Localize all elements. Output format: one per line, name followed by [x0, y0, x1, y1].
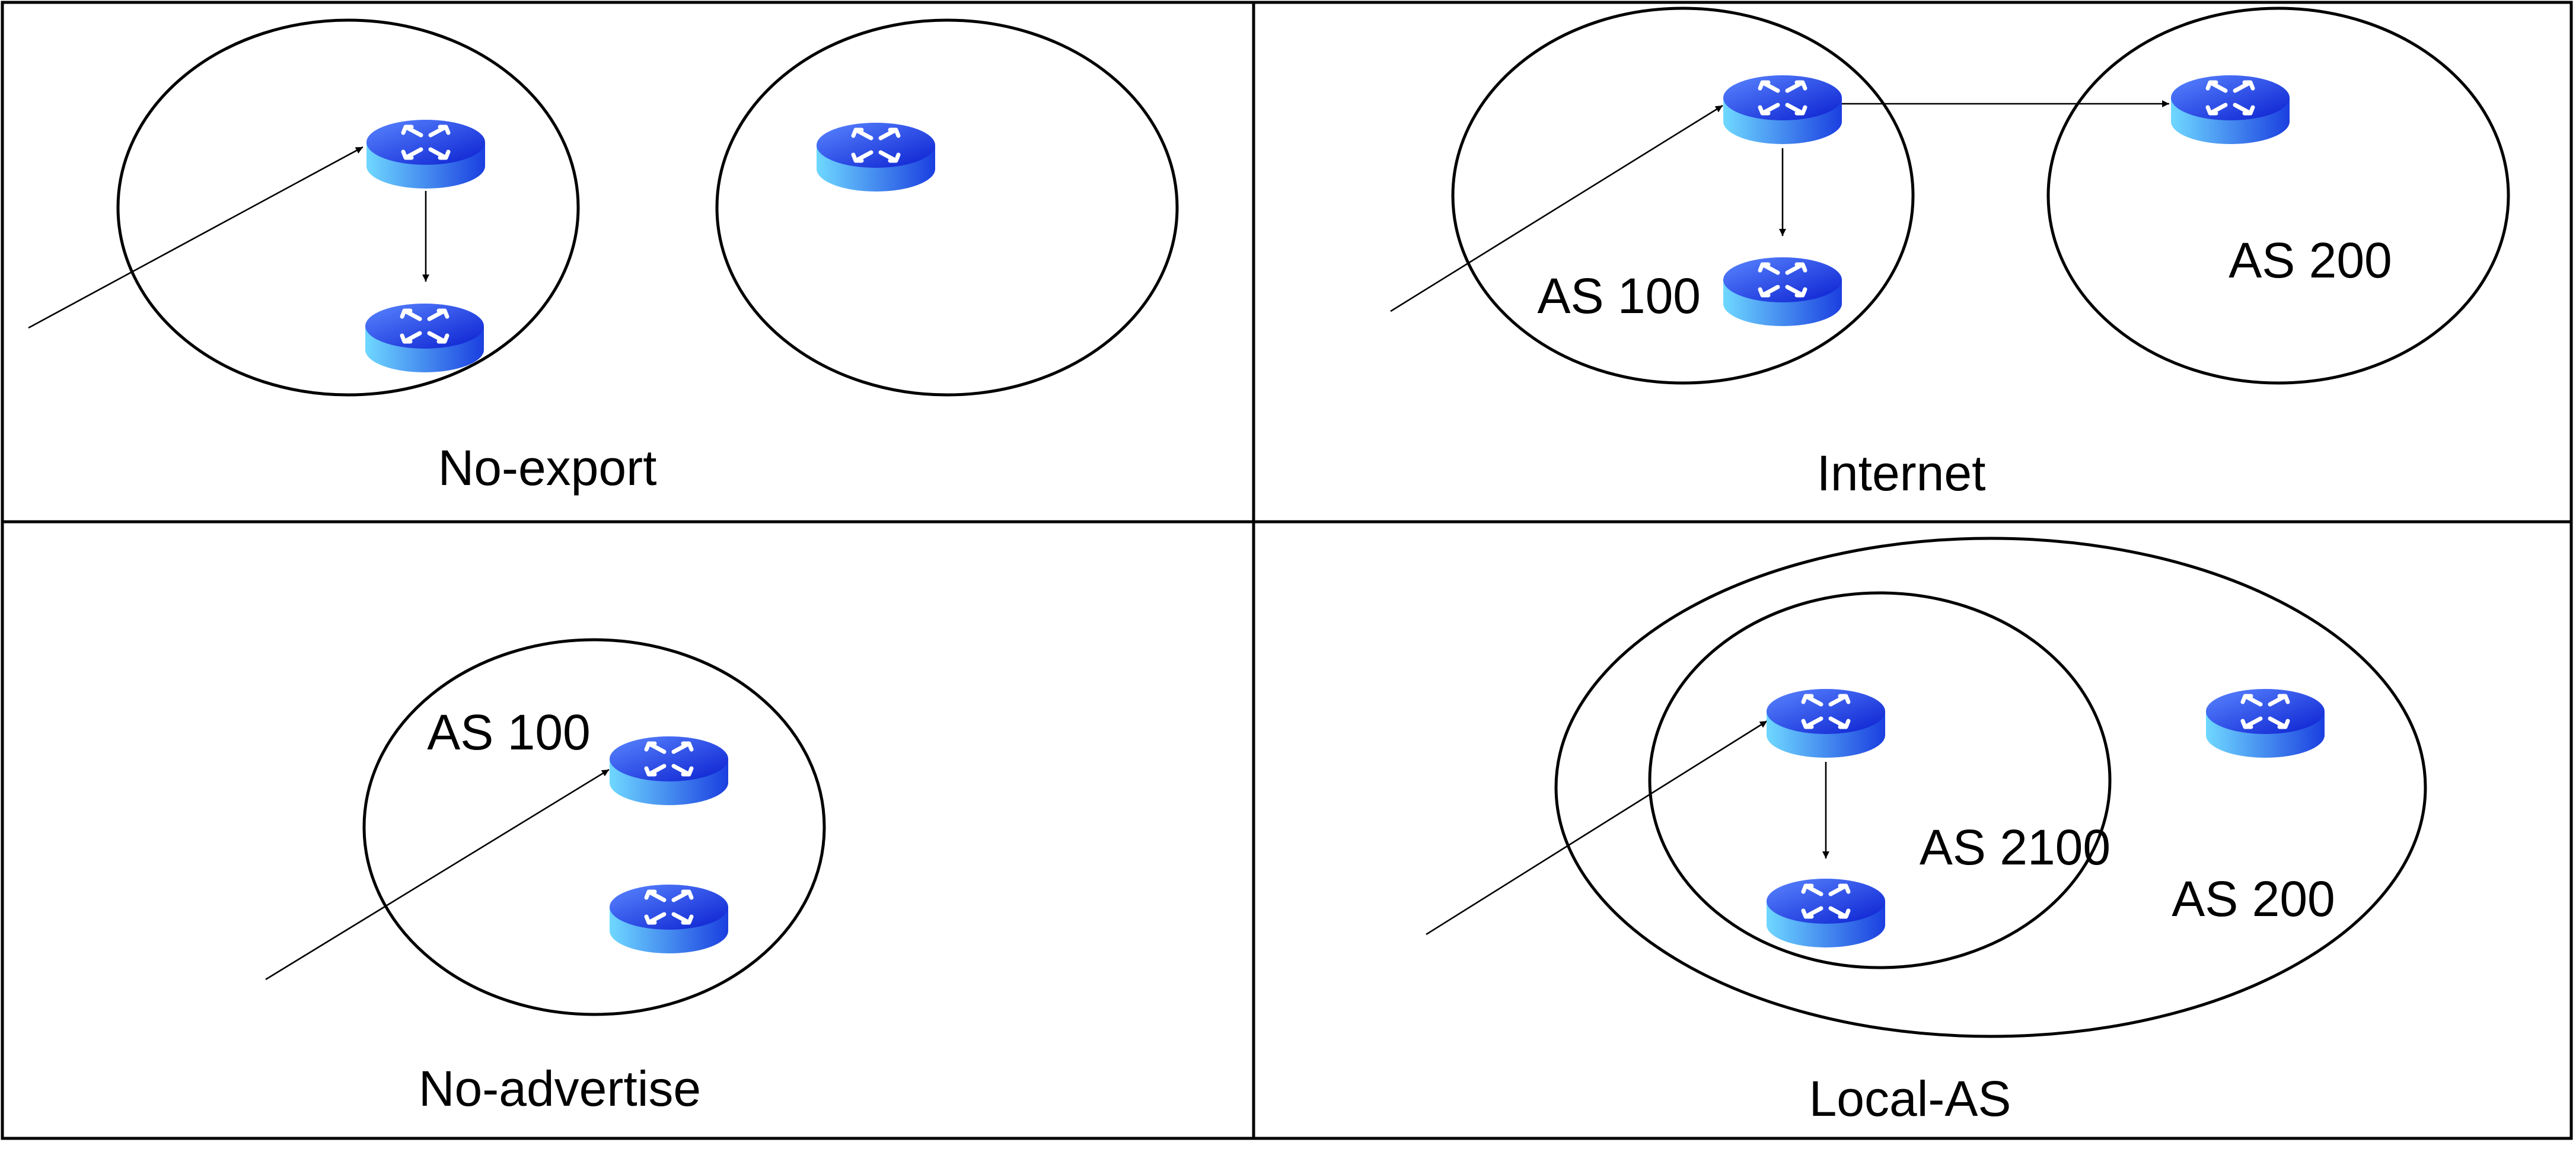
as-oval: [362, 638, 826, 1016]
incoming-route-line: [265, 768, 610, 981]
as-oval-left: [1451, 7, 1915, 385]
as-oval-right: [2046, 7, 2510, 385]
panel-internet: AS 100 AS 200 Internet: [1390, 7, 2510, 501]
as-oval-left: [116, 18, 580, 397]
panel-frame-local-as: [1252, 520, 2573, 1140]
as-oval-right: [715, 18, 1179, 397]
as-label-right: AS 200: [2229, 232, 2392, 288]
as-label-inner: AS 2100: [1920, 819, 2110, 875]
router-icon: [2171, 75, 2290, 144]
panel-local-as: AS 2100 AS 200 Local-AS: [1426, 537, 2427, 1127]
as-label-left: AS 100: [1537, 268, 1701, 324]
router-icon: [2206, 689, 2325, 758]
incoming-route-line: [1426, 720, 1768, 936]
incoming-route-line: [1390, 104, 1723, 312]
as-oval-outer: [1554, 537, 2427, 1038]
router-icon: [1767, 689, 1885, 758]
router-icon: [365, 304, 484, 372]
as-label-outer: AS 200: [2172, 871, 2335, 927]
panel-caption: No-advertise: [419, 1061, 701, 1116]
router-icon: [610, 885, 728, 953]
incoming-route-line: [28, 146, 364, 329]
panel-caption: Internet: [1817, 445, 1986, 501]
panel-caption: Local-AS: [1809, 1071, 2011, 1127]
panel-no-advertise: AS 100 No-advertise: [265, 638, 826, 1116]
router-icon: [610, 736, 728, 805]
panel-caption: No-export: [438, 440, 657, 496]
router-icon: [1723, 75, 1842, 144]
router-icon: [1723, 257, 1842, 326]
as-oval-inner: [1648, 591, 2112, 969]
router-icon: [817, 123, 935, 192]
panel-no-export: No-export: [28, 18, 1179, 496]
router-icon: [1767, 879, 1885, 947]
as-label: AS 100: [427, 704, 591, 760]
panel-frame-no-advertise: [1, 520, 1255, 1140]
router-icon: [366, 120, 485, 189]
